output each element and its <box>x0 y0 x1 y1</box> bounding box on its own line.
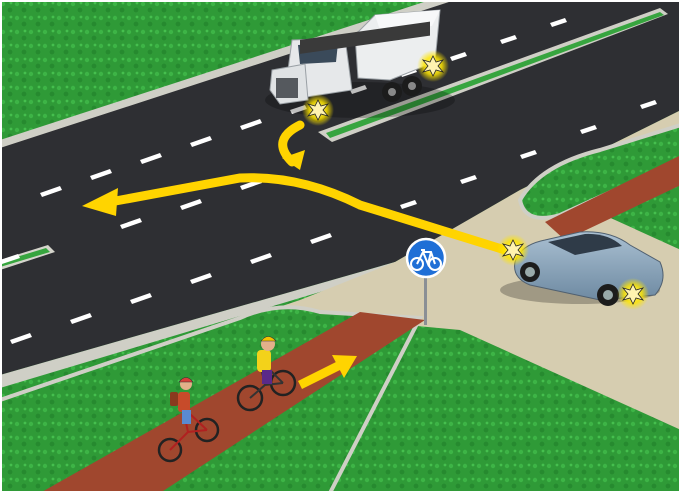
truck-front-hazard-light <box>302 94 334 126</box>
truck-rear-hazard-light <box>417 50 449 82</box>
car-front-hazard-light <box>497 234 529 266</box>
car-rear-hazard-light <box>617 278 649 310</box>
